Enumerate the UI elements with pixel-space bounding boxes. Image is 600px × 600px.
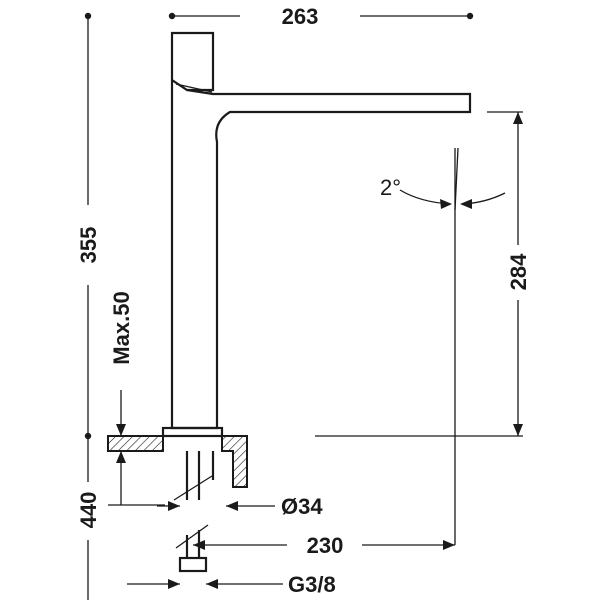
dim-label-connection: G3/8	[288, 572, 336, 597]
countertop-left	[107, 435, 164, 452]
dimension-connection: G3/8	[127, 572, 336, 597]
dim-label-355: 355	[76, 227, 101, 264]
dimension-reach: 230	[193, 533, 455, 558]
break-line-upper	[173, 475, 213, 501]
supply-hoses	[173, 451, 215, 573]
dimension-top-width: 263	[168, 4, 474, 29]
dim-label-263: 263	[282, 4, 319, 29]
lever-base-line	[175, 83, 213, 93]
dim-label-230: 230	[307, 533, 344, 558]
dimension-total-height: 355	[76, 12, 101, 440]
dimension-hole-diameter: Ø34	[157, 494, 323, 519]
angle-indicator: 2°	[380, 147, 506, 211]
base-collar	[161, 426, 224, 438]
dim-label-284: 284	[506, 253, 531, 290]
dim-label-diameter: Ø34	[281, 494, 323, 519]
dimension-max-thickness: Max.50	[108, 291, 165, 506]
countertop-right	[221, 435, 248, 488]
dim-label-max50: Max.50	[109, 291, 134, 364]
faucet-body	[170, 80, 472, 430]
dimension-under-length: 440	[76, 436, 101, 600]
dimension-spout-height: 284	[315, 111, 531, 545]
dim-label-440: 440	[76, 492, 101, 529]
countertop	[107, 435, 248, 488]
angle-label: 2°	[380, 175, 401, 200]
faucet-outline	[161, 31, 472, 438]
hose-connector	[178, 556, 208, 573]
break-line-lower	[175, 524, 209, 549]
lever-handle	[170, 31, 215, 92]
